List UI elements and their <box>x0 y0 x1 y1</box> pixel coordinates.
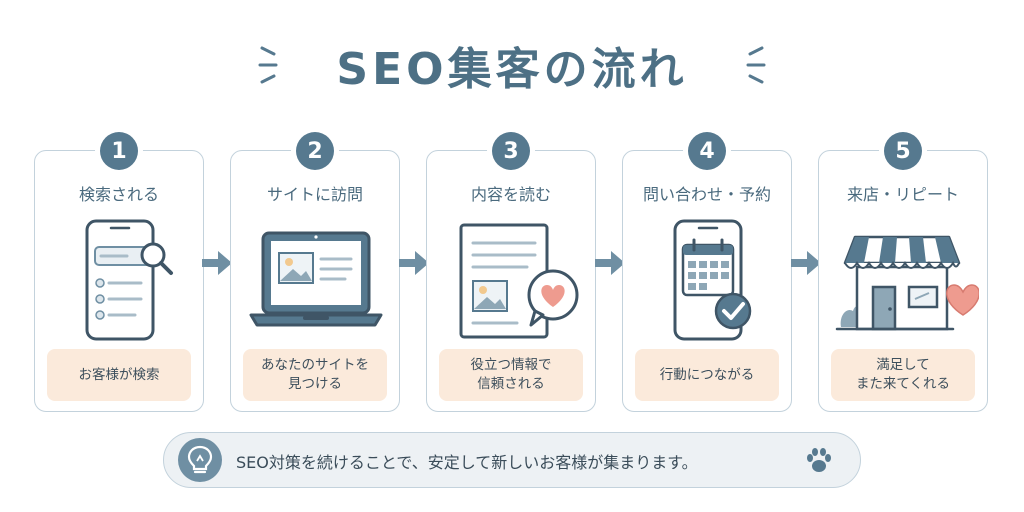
smartphone-search-icon <box>85 219 173 341</box>
store-heart-icon <box>835 235 979 331</box>
step-number-badge: 3 <box>492 132 530 170</box>
document-heart-icon <box>459 223 579 339</box>
title-area: SEO集客の流れ <box>0 30 1024 100</box>
step-number-badge: 1 <box>100 132 138 170</box>
step-card-1: 1 検索される お客様が検索 <box>34 132 204 412</box>
step-caption: あなたのサイトを 見つける <box>243 349 387 401</box>
summary-banner: SEO対策を続けることで、安定して新しいお客様が集まります。 <box>163 432 861 488</box>
calendar-check-icon <box>673 219 752 341</box>
arrow-right-icon <box>202 251 232 275</box>
step-number-badge: 2 <box>296 132 334 170</box>
step-card-4: 4 問い合わせ・予約 行動につながる <box>622 132 792 412</box>
step-title: 来店・リピート <box>846 185 959 204</box>
summary-text: SEO対策を続けることで、安定して新しいお客様が集まります。 <box>236 453 698 472</box>
step-card-2: 2 サイトに訪問 あなたのサイトを 見つける <box>230 132 400 412</box>
step-title: 内容を読む <box>470 185 551 204</box>
arrow-right-icon <box>791 251 821 275</box>
step-card-3: 3 内容を読む 役立つ情報で 信頼される <box>426 132 596 412</box>
step-number-badge: 4 <box>688 132 726 170</box>
step-title: サイトに訪問 <box>266 185 363 204</box>
step-title: 検索される <box>78 185 159 204</box>
arrow-right-icon <box>399 251 429 275</box>
step-card-5: 5 来店・リピート 満足して また来てくれる <box>818 132 988 412</box>
step-number-badge: 5 <box>884 132 922 170</box>
laptop-icon <box>249 231 383 327</box>
sparkle-right-icon <box>746 46 766 84</box>
step-caption: 満足して また来てくれる <box>831 349 975 401</box>
paw-icon <box>807 448 831 472</box>
sparkle-left-icon <box>258 46 278 84</box>
step-caption: お客様が検索 <box>47 349 191 401</box>
arrow-right-icon <box>595 251 625 275</box>
page-title: SEO集客の流れ <box>336 44 688 95</box>
step-caption: 行動につながる <box>635 349 779 401</box>
lightbulb-icon <box>178 438 222 482</box>
step-caption: 役立つ情報で 信頼される <box>439 349 583 401</box>
step-title: 問い合わせ・予約 <box>642 185 771 204</box>
